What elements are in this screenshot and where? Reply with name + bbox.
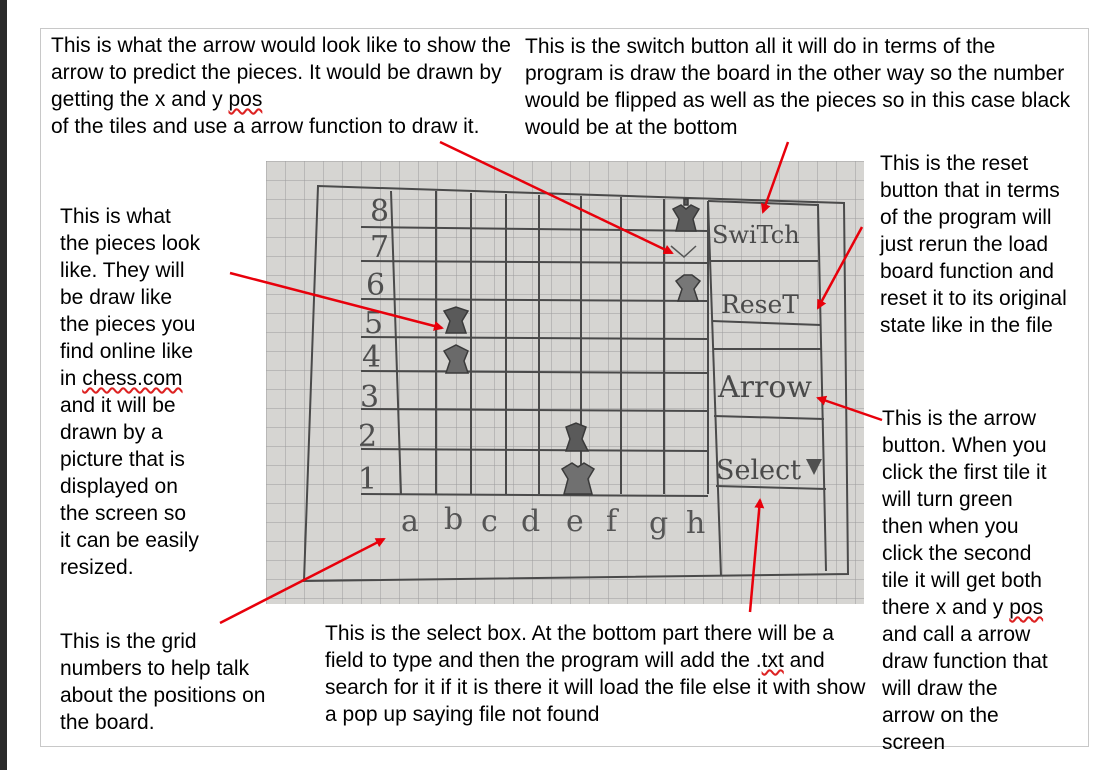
- king-piece-icon: [671, 198, 701, 232]
- spellcheck-word: chess.com: [82, 367, 183, 390]
- window-edge: [0, 0, 7, 770]
- sketch-photo: 8 7 6 5 4 3 2 1 a b c d e f g h SwiTch R…: [266, 161, 864, 604]
- note-text: and it will be drawn by a picture that i…: [60, 394, 199, 579]
- rank-label: 5: [364, 306, 383, 341]
- note-text: This is the select box. At the bottom pa…: [325, 622, 834, 672]
- note-text: and call a arrow draw function that will…: [882, 623, 1048, 754]
- rank-label: 4: [362, 340, 381, 375]
- note-reset-button: This is the reset button that in terms o…: [880, 152, 1067, 337]
- page-border: [40, 28, 1089, 747]
- board-grid: [360, 190, 709, 497]
- sketch-switch-button: SwiTch: [712, 221, 800, 249]
- note-arrow-drawing: This is what the arrow would look like t…: [51, 32, 521, 140]
- note-grid-numbers: This is the grid numbers to help talk ab…: [60, 630, 266, 734]
- sketch-buttons: SwiTch ReseT Arrow Select: [712, 221, 822, 486]
- sketch-reset-button: ReseT: [721, 290, 799, 319]
- pawn-piece-icon: [564, 422, 590, 452]
- note-select-box: This is the select box. At the bottom pa…: [325, 620, 870, 728]
- note-text: and search for it if it is there it will…: [325, 649, 866, 726]
- pawn-piece-icon: [442, 306, 470, 334]
- pawn-piece-icon: [442, 344, 470, 374]
- chess-pieces: [442, 198, 702, 495]
- file-labels: a b c d e f g h: [401, 502, 705, 541]
- sketch-arrow-button: Arrow: [717, 370, 812, 405]
- file-label: a: [401, 504, 419, 539]
- spellcheck-word: pos: [228, 88, 263, 111]
- file-label: e: [566, 504, 584, 539]
- note-text: This is the arrow button. When you click…: [882, 407, 1047, 619]
- rank-label: 1: [358, 462, 377, 497]
- rank-label: 6: [366, 268, 385, 303]
- note-pieces: This is what the pieces look like. They …: [60, 203, 260, 581]
- file-label: f: [606, 504, 619, 539]
- file-label: d: [521, 504, 540, 539]
- sketched-arrow-head: [670, 245, 697, 258]
- file-label: g: [649, 506, 668, 541]
- rank-label: 7: [370, 230, 389, 265]
- pawn-piece-icon: [674, 274, 702, 302]
- file-label: c: [481, 504, 498, 539]
- sketch-select-button: Select: [716, 455, 801, 486]
- rank-label: 3: [360, 380, 379, 415]
- file-label: h: [686, 506, 705, 541]
- spellcheck-word: pos: [1009, 596, 1044, 619]
- note-switch-button: This is the switch button all it will do…: [525, 35, 1071, 139]
- rank-labels: 8 7 6 5 4 3 2 1: [358, 194, 389, 497]
- king-piece-icon: [560, 462, 596, 495]
- note-text: This is what the arrow would look like t…: [51, 34, 511, 111]
- rank-label: 8: [370, 194, 389, 229]
- dropdown-triangle-icon: [806, 459, 822, 475]
- sketch-drawing: 8 7 6 5 4 3 2 1 a b c d e f g h SwiTch R…: [266, 161, 864, 604]
- note-arrow-button: This is the arrow button. When you click…: [882, 405, 1092, 756]
- file-label: b: [444, 502, 463, 537]
- note-text: of the tiles and use a arrow function to…: [51, 115, 480, 138]
- note-text: This is what the pieces look like. They …: [60, 205, 201, 390]
- rank-label: 2: [358, 419, 377, 454]
- button-column: [707, 200, 827, 577]
- spellcheck-word: txt: [761, 649, 784, 672]
